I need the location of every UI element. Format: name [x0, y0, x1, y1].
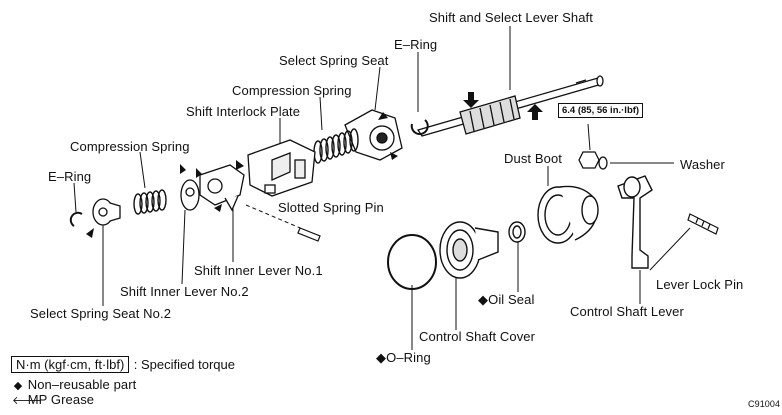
legend-torque-text: : Specified torque	[133, 357, 235, 372]
diamond-icon: ◆	[478, 292, 489, 307]
label-o-ring: ◆O–Ring	[376, 350, 431, 365]
label-select-spring-seat: Select Spring Seat	[279, 53, 389, 68]
label-shift-interlock-plate: Shift Interlock Plate	[186, 104, 301, 119]
label-select-spring-seat-2: Select Spring Seat No.2	[30, 306, 172, 321]
diamond-icon: ◆	[13, 380, 23, 392]
label-dust-boot: Dust Boot	[504, 151, 562, 166]
label-slotted-spring-pin: Slotted Spring Pin	[278, 200, 384, 215]
legend-non-reusable: ◆ Non–reusable part	[13, 377, 137, 392]
torque-spec-box: 6.4 (85, 56 in.·lbf)	[558, 103, 644, 118]
label-shift-inner-lever-2: Shift Inner Lever No.2	[120, 284, 249, 299]
label-shift-inner-lever-1: Shift Inner Lever No.1	[194, 263, 323, 278]
arrow-left-icon: 🡐	[12, 395, 42, 407]
label-compression-spring-top: Compression Spring	[232, 83, 352, 98]
label-shift-select-lever-shaft: Shift and Select Lever Shaft	[429, 10, 593, 25]
label-washer: Washer	[680, 157, 725, 172]
label-control-shaft-cover: Control Shaft Cover	[419, 329, 536, 344]
label-control-shaft-lever: Control Shaft Lever	[570, 304, 684, 319]
label-e-ring-top: E–Ring	[394, 37, 438, 52]
label-compression-spring-left: Compression Spring	[70, 139, 190, 154]
legend-torque: N·m (kgf·cm, ft·lbf) : Specified torque	[11, 356, 235, 374]
legend-mp-grease: 🡐 MP Grease	[12, 392, 95, 407]
label-oil-seal: ◆Oil Seal	[478, 292, 535, 307]
label-lever-lock-pin: Lever Lock Pin	[656, 277, 744, 292]
legend-torque-unit: N·m (kgf·cm, ft·lbf)	[11, 356, 130, 373]
figure-id: C91004	[748, 399, 781, 409]
diamond-icon: ◆	[376, 350, 387, 365]
label-e-ring-left: E–Ring	[48, 169, 92, 184]
